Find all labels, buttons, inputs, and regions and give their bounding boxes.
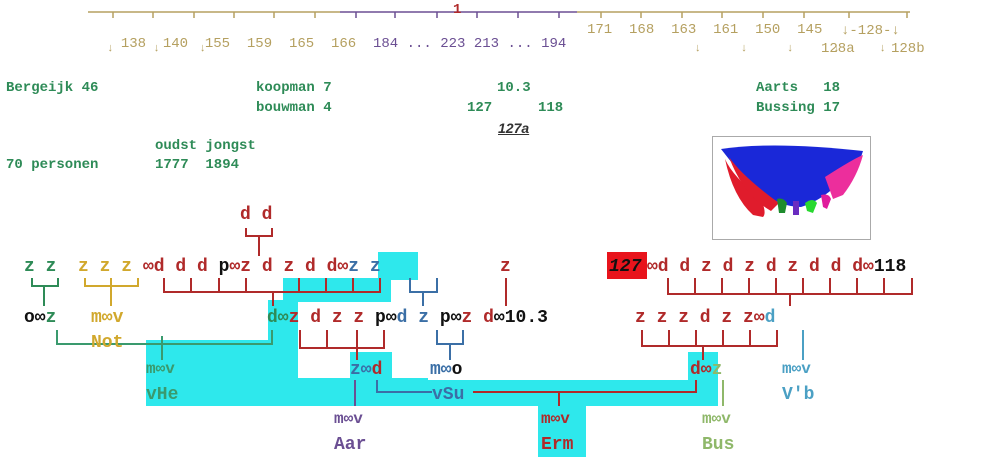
occupation-koopman: koopman 7 [256, 80, 332, 96]
label-aar: Aar [334, 435, 367, 455]
reference-127a: 127a [498, 120, 530, 136]
row2-mv: m∞v [91, 308, 124, 328]
row1-single-z: z [500, 257, 511, 277]
row1-yellow-zzz: z z z [78, 257, 133, 277]
place-count: Bergeijk 46 [6, 80, 99, 96]
number-118: 118 [538, 100, 564, 116]
label-128b: 128b [891, 41, 925, 57]
ruler-generation: 1 [453, 2, 462, 18]
surname-bussing: Bussing 17 [756, 100, 841, 116]
distribution-thumbnail [712, 136, 871, 240]
occupation-bouwman: bouwman 4 [256, 100, 332, 116]
code-value: 10.3 [497, 80, 531, 96]
ruler-left-numbers: 138 140 155 159 165 166 184 ... 223 213 … [120, 36, 567, 52]
label-not: Not [91, 333, 124, 353]
row1-mid: ∞d d d p∞z d z d d∞z z [143, 257, 381, 277]
dz-node: d∞z [690, 360, 723, 380]
label-bus: Bus [702, 435, 735, 455]
top-dd: d d [240, 205, 273, 225]
row1-box-127: 127 [609, 257, 642, 277]
ruler-down-arrows: ↓ ↓ ↓ ↓ ↓ ↓ ↓ ↓ [107, 43, 886, 55]
vb-mv: m∞v [782, 360, 811, 378]
row1-right: ∞d d z d z d z d d d∞118 [647, 257, 907, 277]
birth-years: 1777 1894 [155, 157, 240, 173]
label-vb: V'b [782, 385, 815, 405]
row2-oz: o∞z [24, 308, 57, 328]
number-127: 127 [467, 100, 493, 116]
oldest-youngest-label: oudst jongst [155, 138, 256, 154]
row2-mid: d∞z d z z p∞d z p∞z d∞10.3 [267, 308, 548, 328]
persons-count: 70 personen [6, 157, 99, 173]
ruler-right-numbers: 171 168 163 161 150 145 [587, 22, 823, 38]
label-128a: 128a [821, 41, 855, 57]
row2-right: z z z d z z∞d [635, 308, 776, 328]
erm-mv: m∞v [541, 410, 570, 428]
label-vsu: vSu [432, 385, 465, 405]
ruler-arrow-128: ↓-128-↓ [841, 23, 900, 39]
surname-aarts: Aarts 18 [756, 80, 841, 96]
row1-green-zz: z z [24, 257, 57, 277]
mo-node: m∞o [430, 360, 463, 380]
aar-mv: m∞v [334, 410, 363, 428]
label-vhe: vHe [146, 385, 179, 405]
zd-node: z∞d [350, 360, 383, 380]
label-erm: Erm [541, 435, 574, 455]
bus-mv: m∞v [702, 410, 731, 428]
vhe-mv: m∞v [146, 360, 175, 378]
